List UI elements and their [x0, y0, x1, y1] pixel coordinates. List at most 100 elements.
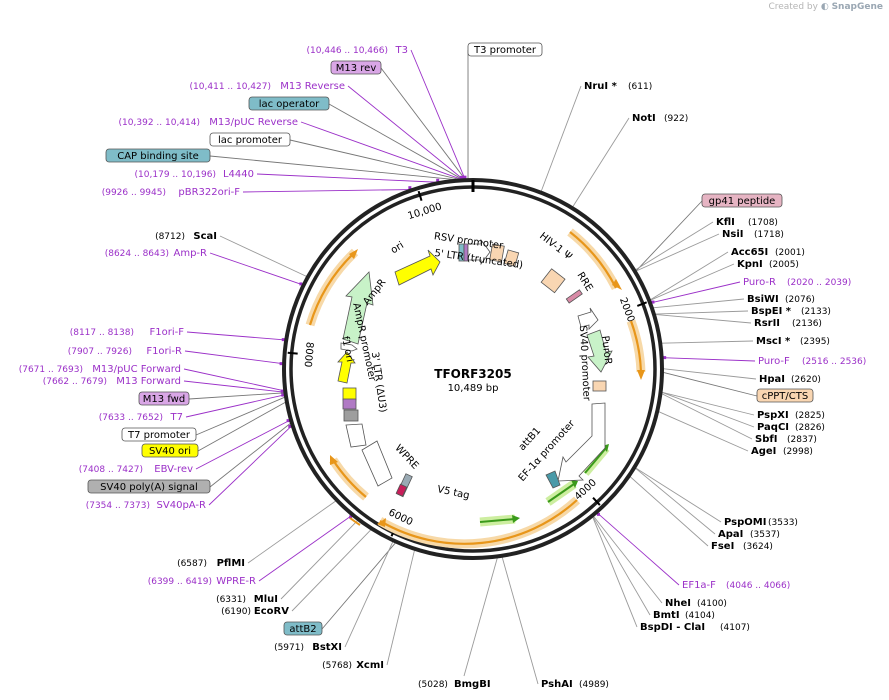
pos-wpre-r: (6399 .. 6419): [148, 577, 212, 587]
arc-1-arrow-icon: [612, 279, 622, 290]
leader-line: [321, 542, 397, 630]
label-m13-forward: M13 Forward: [116, 376, 181, 387]
box-lac-operator: [248, 96, 330, 111]
leader-line: [380, 67, 466, 180]
primer-site-marker: [663, 356, 667, 360]
feature-label-3-ltr-u3: 3' LTR (ΔU3): [369, 351, 388, 413]
label-l4440: L4440: [223, 169, 254, 180]
label-t7: T7: [170, 412, 183, 423]
primer-site-marker: [288, 424, 292, 428]
box-cap-binding-site: [105, 148, 211, 163]
label-acc65i: Acc65I: [731, 247, 768, 258]
leader-line: [195, 419, 291, 470]
leader-line: [652, 298, 745, 309]
label-t7-promoter: T7 promoter: [127, 430, 191, 441]
primer-site-marker: [408, 186, 412, 190]
primer-site-marker: [349, 515, 353, 519]
pos-pbr322ori-f: (9926 .. 9945): [102, 188, 166, 198]
pos-m13-forward: (7662 .. 7679): [43, 377, 107, 387]
inner-features: [337, 238, 613, 498]
primer-site-marker: [651, 300, 655, 304]
label-lac-operator: lac operator: [259, 99, 320, 110]
pos-m13-reverse: (10,411 .. 10,427): [190, 82, 271, 92]
label-agei: AgeI: [751, 446, 776, 457]
leader-line: [634, 467, 716, 535]
tick-label: 2000: [617, 296, 636, 324]
box-t7-promoter: [121, 427, 197, 442]
primer-site-marker: [281, 393, 285, 397]
feature-label-v5-tag: V5 tag: [436, 484, 470, 502]
green-feature-arrows: [479, 444, 610, 527]
pos-pspomi: (3533): [768, 518, 798, 528]
label-hpai: HpaI: [759, 374, 785, 385]
label-m13-fwd: M13 fwd: [143, 394, 185, 405]
leader-line: [649, 251, 729, 301]
leader-line: [662, 357, 756, 362]
label-fsei: FseI: [711, 541, 734, 552]
leader-line: [661, 340, 754, 344]
pos-kfli: (1708): [748, 218, 778, 228]
rre-block: [540, 268, 566, 294]
ltr3-block: [345, 423, 367, 448]
m13-fwd-block: [342, 398, 357, 410]
f1-ori-arrow-icon: [337, 351, 356, 384]
label-bstxi: BstXI: [312, 642, 342, 653]
label-cap-binding-site: CAP binding site: [117, 151, 199, 162]
label-ef1a-f: EF1a-F: [682, 580, 716, 591]
leader-line: [661, 393, 753, 440]
leader-line: [289, 139, 460, 180]
leader-line: [410, 49, 466, 180]
leader-line: [347, 85, 464, 180]
label-bspei: BspEI *: [751, 306, 792, 317]
leader-line: [634, 221, 714, 271]
snapgene-credit: Created by ◐ SnapGene: [768, 2, 883, 12]
box-m13-fwd: [138, 391, 190, 406]
primer-site-marker: [281, 338, 285, 342]
leader-line: [386, 549, 416, 666]
pos-ebv-rev: (7408 .. 7427): [79, 465, 143, 475]
pos-agei: (2998): [783, 447, 813, 457]
label-t3: T3: [395, 45, 408, 56]
label-rsrii: RsrII: [754, 318, 780, 329]
leader-line: [661, 391, 755, 428]
pos-scai: (8712): [155, 232, 185, 242]
pos-acc65i: (2001): [775, 248, 805, 258]
pos-paqci: (2826): [795, 423, 825, 433]
label-leader-lines: [183, 49, 758, 685]
label-gp41-peptide: gp41 peptide: [709, 196, 776, 207]
puror-arrow-icon: [586, 329, 613, 373]
wpre-block: [361, 440, 393, 487]
pos-m13-puc-reverse: (10,392 .. 10,414): [119, 118, 200, 128]
box-attb2: [283, 621, 323, 636]
leader-line: [247, 500, 337, 564]
pos-sv40pa-r: (7354 .. 7373): [86, 501, 150, 511]
leader-line: [188, 392, 285, 400]
label-sv40-poly-a-signal: SV40 poly(A) signal: [100, 482, 198, 493]
leader-line: [540, 85, 582, 192]
green-arrow-2: [547, 483, 575, 503]
pos-ecorv: (6190): [221, 607, 251, 617]
leader-line: [209, 422, 292, 488]
leader-line: [592, 516, 638, 628]
green-arrow-1: [479, 518, 516, 523]
pos-puro-f: (2516 .. 2536): [802, 357, 866, 367]
feature-arcs: [305, 228, 646, 549]
label-f1ori-f: F1ori-F: [150, 327, 185, 338]
pos-apai: (3537): [750, 530, 780, 540]
tick-label: 8000: [302, 341, 315, 367]
primer-site-marker: [436, 178, 440, 182]
leader-line: [219, 235, 308, 278]
plasmid-length: 10,489 bp: [448, 383, 499, 394]
leader-line: [344, 541, 394, 648]
box-cppt-cts: [756, 388, 814, 403]
leader-line: [186, 331, 286, 341]
attb2-block: [395, 483, 408, 497]
leader-line: [658, 411, 749, 452]
pos-nhei: (4100): [697, 599, 727, 609]
sv40-polya-block: [343, 409, 359, 422]
label-puro-f: Puro-F: [758, 356, 790, 367]
leader-line: [661, 391, 755, 416]
leader-line: [662, 368, 757, 380]
